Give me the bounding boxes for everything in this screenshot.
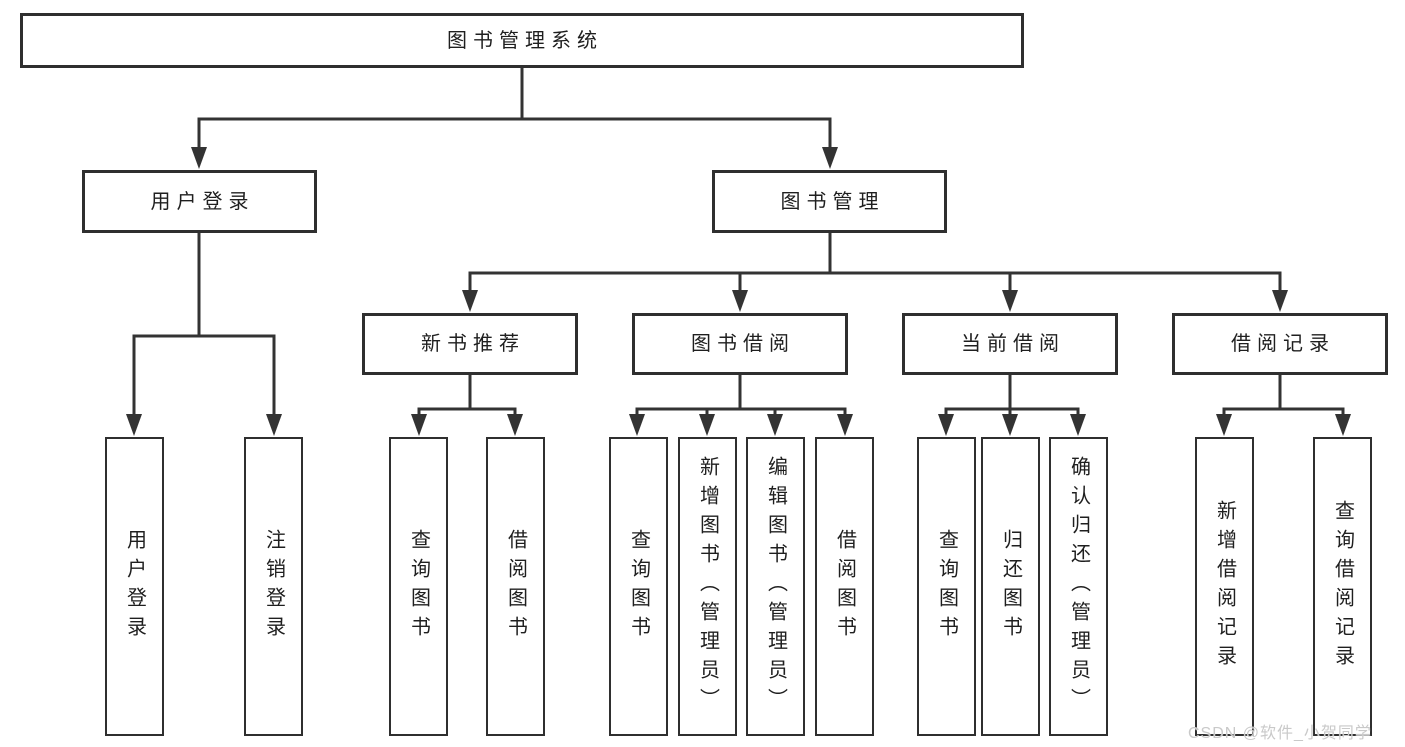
node-leaf-borrow-books-2-label: 借阅图书 [833,528,856,645]
node-book-borrowing: 图书借阅 [632,313,848,375]
node-leaf-return-book-label: 归还图书 [999,528,1022,645]
node-library-system: 图书管理系统 [20,13,1024,68]
arrowhead [767,414,783,436]
node-leaf-confirm-return-admin: 确认归还（管理员） [1049,437,1108,736]
arrowhead [462,290,478,312]
arrowhead [822,147,838,169]
node-leaf-add-book-admin: 新增图书（管理员） [678,437,737,736]
csdn-watermark: CSDN @软件_小贺同学 [1188,725,1372,742]
node-leaf-user-login-label: 用户登录 [123,528,146,645]
arrowhead [1070,414,1086,436]
arrowhead [1335,414,1351,436]
node-new-book-recommend: 新书推荐 [362,313,578,375]
node-leaf-query-books-3-label: 查询图书 [935,528,958,645]
node-leaf-logout: 注销登录 [244,437,303,736]
arrowhead [629,414,645,436]
arrowhead [732,290,748,312]
node-leaf-edit-book-admin: 编辑图书（管理员） [746,437,805,736]
node-leaf-query-books-3: 查询图书 [917,437,976,736]
node-leaf-add-borrow-record-label: 新增借阅记录 [1213,499,1236,674]
node-leaf-user-login: 用户登录 [105,437,164,736]
arrowhead [1002,414,1018,436]
connector-root-to-level2 [197,66,832,148]
connector-borrowing-records-to-leaves [1222,373,1345,416]
arrowhead [411,414,427,436]
node-leaf-borrow-books-1-label: 借阅图书 [504,528,527,645]
node-leaf-borrow-books-1: 借阅图书 [486,437,545,736]
node-leaf-edit-book-admin-label: 编辑图书（管理员） [764,456,787,717]
connector-user-login-to-leaves [132,231,276,415]
arrowhead [1216,414,1232,436]
node-current-borrowing-label: 当前借阅 [961,333,1065,355]
arrowhead [1002,290,1018,312]
connector-current-borrowing-to-leaves [944,373,1080,416]
node-current-borrowing: 当前借阅 [902,313,1118,375]
node-leaf-query-borrow-record-label: 查询借阅记录 [1331,499,1354,674]
node-borrowing-records: 借阅记录 [1172,313,1388,375]
node-leaf-confirm-return-admin-label: 确认归还（管理员） [1067,456,1090,717]
node-user-login: 用户登录 [82,170,317,233]
connector-new-book-to-leaves [417,373,517,416]
node-leaf-borrow-books-2: 借阅图书 [815,437,874,736]
node-leaf-query-books-2-label: 查询图书 [627,528,650,645]
node-borrowing-records-label: 借阅记录 [1231,333,1335,355]
arrowhead [507,414,523,436]
arrowhead [266,414,282,436]
arrowhead [191,147,207,169]
node-user-login-label: 用户登录 [150,190,255,213]
node-leaf-return-book: 归还图书 [981,437,1040,736]
arrowhead [938,414,954,436]
node-leaf-query-books-1-label: 查询图书 [407,528,430,645]
node-library-system-label: 图书管理系统 [447,29,603,52]
node-leaf-logout-label: 注销登录 [262,528,285,645]
node-new-book-recommend-label: 新书推荐 [421,333,525,355]
node-leaf-query-books-1: 查询图书 [389,437,448,736]
arrowhead [126,414,142,436]
arrowhead [1272,290,1288,312]
node-book-management: 图书管理 [712,170,947,233]
connector-book-borrowing-to-leaves [635,373,847,416]
node-leaf-add-book-admin-label: 新增图书（管理员） [696,456,719,717]
node-leaf-add-borrow-record: 新增借阅记录 [1195,437,1254,736]
arrowhead [699,414,715,436]
node-book-borrowing-label: 图书借阅 [691,333,795,355]
connector-book-management-to-level3 [468,231,1282,291]
node-book-management-label: 图书管理 [780,190,885,213]
arrowhead [837,414,853,436]
node-leaf-query-books-2: 查询图书 [609,437,668,736]
node-leaf-query-borrow-record: 查询借阅记录 [1313,437,1372,736]
